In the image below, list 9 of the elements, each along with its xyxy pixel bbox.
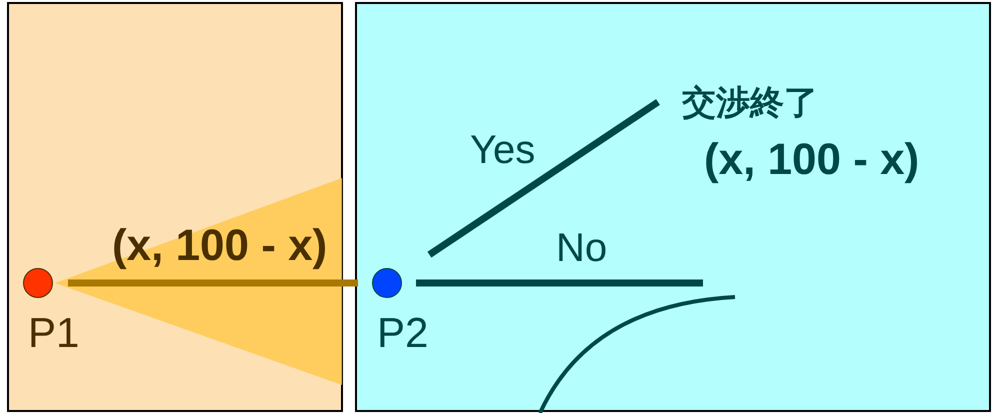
player-label: P2 [377, 312, 428, 354]
payoff-label: (x, 100 - x) [704, 138, 920, 182]
outcome-label: 交渉終了 [682, 86, 818, 120]
game-tree-branch [416, 280, 703, 286]
edge-label: No [556, 228, 608, 268]
edge-label: (x, 100 - x) [112, 224, 328, 268]
player-label: P1 [28, 312, 80, 354]
game-tree-branch [427, 99, 660, 258]
edge-label: Yes [470, 130, 536, 170]
